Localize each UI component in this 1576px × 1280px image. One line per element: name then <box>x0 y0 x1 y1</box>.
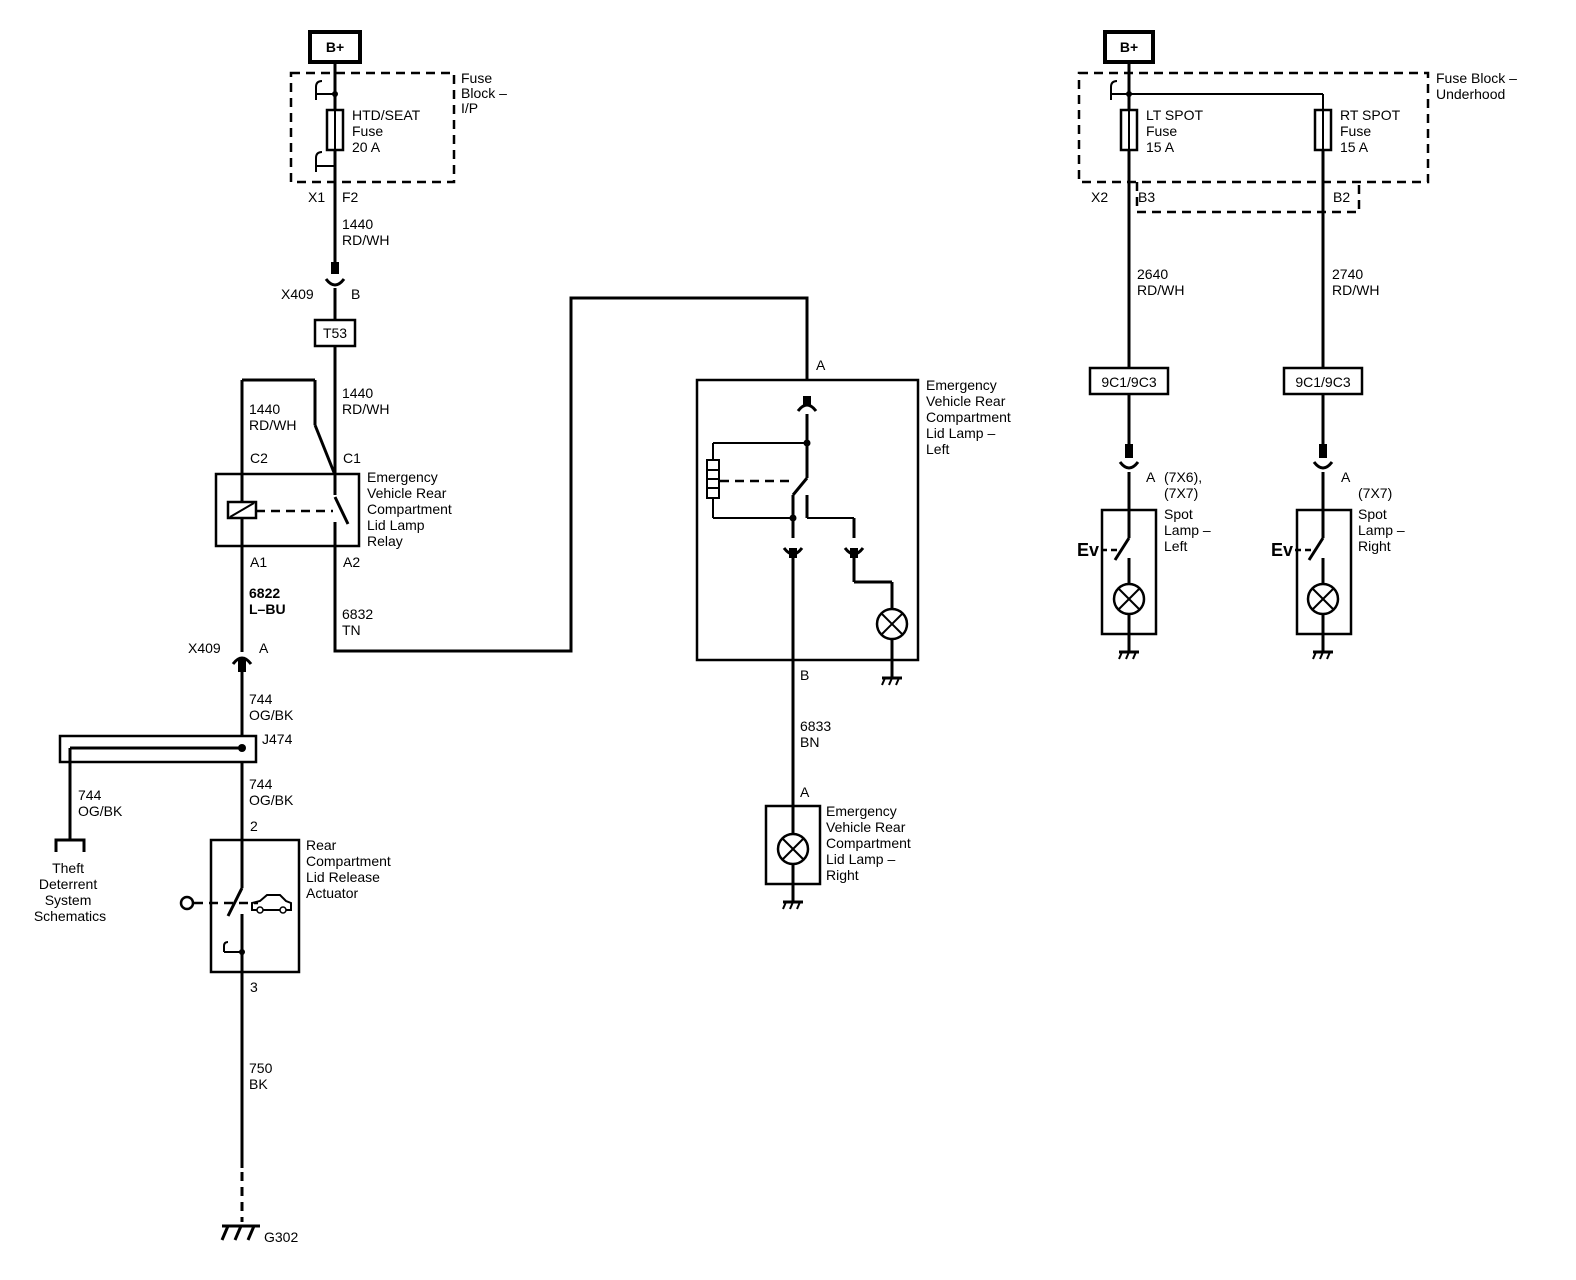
fuse-block-ip-label: Fuse Block – I/P <box>461 70 511 116</box>
option-box-left: 9C1/9C3 <box>1088 366 1170 396</box>
pin-x1: X1 <box>308 189 325 205</box>
connector-x409-a: X409 A <box>188 640 269 672</box>
fuse-block-underhood: Fuse Block – Underhood LT SPOT Fuse 15 A… <box>1077 70 1521 214</box>
option-right-label: 9C1/9C3 <box>1295 374 1350 390</box>
wire-1440-b: 1440 RD/WH <box>342 385 389 417</box>
x409-a-pin: A <box>259 640 269 656</box>
ev-left-label: Ev <box>1077 540 1099 560</box>
rt-spot-fuse-label: RT SPOT Fuse 15 A <box>1340 107 1404 155</box>
bplus-right-label: B+ <box>1120 39 1138 55</box>
x409-b-pin: B <box>351 286 360 302</box>
option-box-right: 9C1/9C3 <box>1282 366 1364 396</box>
wire-2640: 2640 RD/WH <box>1137 266 1184 298</box>
bplus-left: B+ <box>308 30 362 64</box>
actuator-label: Rear Compartment Lid Release Actuator <box>306 837 395 901</box>
relay-label: Emergency Vehicle Rear Compartment Lid L… <box>367 469 456 549</box>
fuse-block-uh-label: Fuse Block – Underhood <box>1436 70 1521 102</box>
x409-b-label: X409 <box>281 286 314 302</box>
spot-lamp-left <box>1100 508 1158 652</box>
lid-release-actuator <box>179 838 301 974</box>
pin-x2: X2 <box>1091 189 1108 205</box>
ev-right-label: Ev <box>1271 540 1293 560</box>
lamp-left-pin-a: A <box>816 357 826 373</box>
spot-left-label: Spot Lamp – Left <box>1164 506 1215 554</box>
relay <box>214 472 361 548</box>
spot-right-options: (7X7) <box>1358 485 1392 501</box>
lamp-right-bulb-icon <box>776 832 810 866</box>
theft-deterrent-ref[interactable]: Theft Deterrent System Schematics <box>34 860 106 924</box>
splice-j474: J474 <box>58 731 293 840</box>
wire-744-c: 744 OG/BK <box>249 776 294 808</box>
lid-lamp-right <box>764 804 822 902</box>
lamp-left-ground-icon <box>881 676 902 686</box>
spot-right-pin-a: A <box>1341 469 1351 485</box>
spot-left-options: (7X6), (7X7) <box>1164 469 1206 501</box>
x409-a-label: X409 <box>188 640 221 656</box>
g302-label: G302 <box>264 1229 298 1245</box>
lt-spot-fuse-label: LT SPOT Fuse 15 A <box>1146 107 1207 155</box>
fuse-block-ip: Fuse Block – I/P HTD/SEAT Fuse 20 A <box>289 70 511 184</box>
lamp-left-bulb-icon <box>875 607 909 641</box>
pin-b2: B2 <box>1333 189 1350 205</box>
lamp-left-pin-b: B <box>800 667 809 683</box>
connector-x409-b: X409 B <box>281 262 360 320</box>
wire-1440-c: 1440 RD/WH <box>249 401 296 433</box>
htd-seat-fuse-label: HTD/SEAT Fuse 20 A <box>352 107 424 155</box>
lamp-left-label: Emergency Vehicle Rear Compartment Lid L… <box>926 377 1015 457</box>
lid-lamp-left <box>695 378 920 678</box>
lamp-right-ground-icon <box>782 900 803 910</box>
wire-2740: 2740 RD/WH <box>1332 266 1379 298</box>
spot-right-ground-icon <box>1312 650 1333 660</box>
t53-label: T53 <box>323 325 347 341</box>
splice-t53: T53 <box>313 318 357 348</box>
lamp-right-label: Emergency Vehicle Rear Compartment Lid L… <box>826 803 915 883</box>
pin-3: 3 <box>250 979 258 995</box>
spot-left-pin-a: A <box>1146 469 1156 485</box>
j474-label: J474 <box>262 731 293 747</box>
pin-f2: F2 <box>342 189 359 205</box>
wire-6832: 6832 TN <box>342 606 377 638</box>
pin-c1: C1 <box>343 450 361 466</box>
bplus-left-label: B+ <box>326 39 344 55</box>
spot-lamp-right <box>1295 508 1353 652</box>
spot-right-label: Spot Lamp – Right <box>1358 506 1409 554</box>
car-icon <box>251 894 292 911</box>
pin-b3: B3 <box>1138 189 1155 205</box>
spot-right-bulb-icon <box>1306 582 1340 616</box>
option-left-label: 9C1/9C3 <box>1101 374 1156 390</box>
pin-c2: C2 <box>250 450 268 466</box>
pin-2: 2 <box>250 818 258 834</box>
wire-1440-a: 1440 RD/WH <box>342 216 389 248</box>
wire-750: 750 BK <box>249 1060 276 1092</box>
wire-6833: 6833 BN <box>800 718 835 750</box>
spot-left-ground-icon <box>1118 650 1139 660</box>
wire-6822: 6822 L–BU <box>249 585 286 617</box>
lamp-right-pin-a: A <box>800 784 810 800</box>
bplus-right: B+ <box>1103 30 1155 64</box>
spot-left-bulb-icon <box>1112 582 1146 616</box>
wire-744-a: 744 OG/BK <box>249 691 294 723</box>
wire-744-b: 744 OG/BK <box>78 787 123 819</box>
pin-a1: A1 <box>250 554 267 570</box>
ground-g302: G302 <box>220 1224 298 1245</box>
pin-a2: A2 <box>343 554 360 570</box>
